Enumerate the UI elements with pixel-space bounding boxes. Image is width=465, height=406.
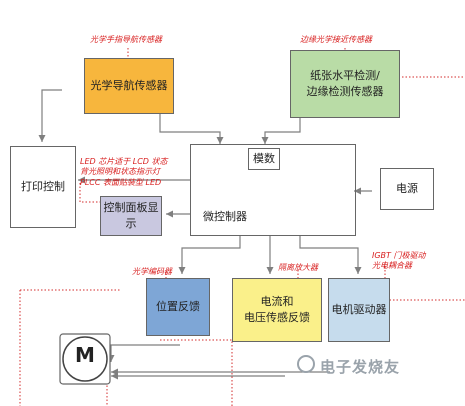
position-feedback-block: 位置反馈 (146, 278, 210, 336)
arrows (38, 89, 372, 380)
edge-optical-sensor-label: 边缘光学接近传感器 (300, 35, 372, 44)
current-voltage-feedback-block: 电流和 电压传感反馈 (232, 278, 322, 342)
microcontroller-block: 微控制器 (190, 144, 356, 236)
optical-encoder-label: 光学编码器 (132, 267, 172, 276)
led-note: LED 芯片适于 LCD 状态 背光照明和状态指示灯 PLCC 表面贴装型 LE… (80, 157, 168, 187)
motor-driver-block: 电机驱动器 (328, 278, 390, 342)
igbt-driver-label: IGBT 门极驱动 光电耦合器 (372, 251, 426, 271)
modules-block: 模数 (248, 148, 280, 170)
motor-label: M (75, 343, 95, 367)
print-control-block: 打印控制 (10, 146, 76, 228)
isolation-amplifier-label: 隔离放大器 (278, 263, 318, 272)
optical-nav-sensor-block: 光学导航传感器 (84, 58, 174, 114)
power-block: 电源 (380, 168, 434, 210)
watermark-text: 电子发烧友 (320, 358, 401, 376)
motor-icon (59, 333, 111, 385)
panel-display-block: 控制面板显示 (100, 196, 162, 236)
watermark-logo-icon (297, 355, 315, 373)
paper-sensor-block: 纸张水平检测/ 边缘检测传感器 (290, 50, 400, 118)
microcontroller-label: 微控制器 (203, 210, 247, 223)
optical-finger-sensor-label: 光学手指导航传感器 (90, 35, 162, 44)
